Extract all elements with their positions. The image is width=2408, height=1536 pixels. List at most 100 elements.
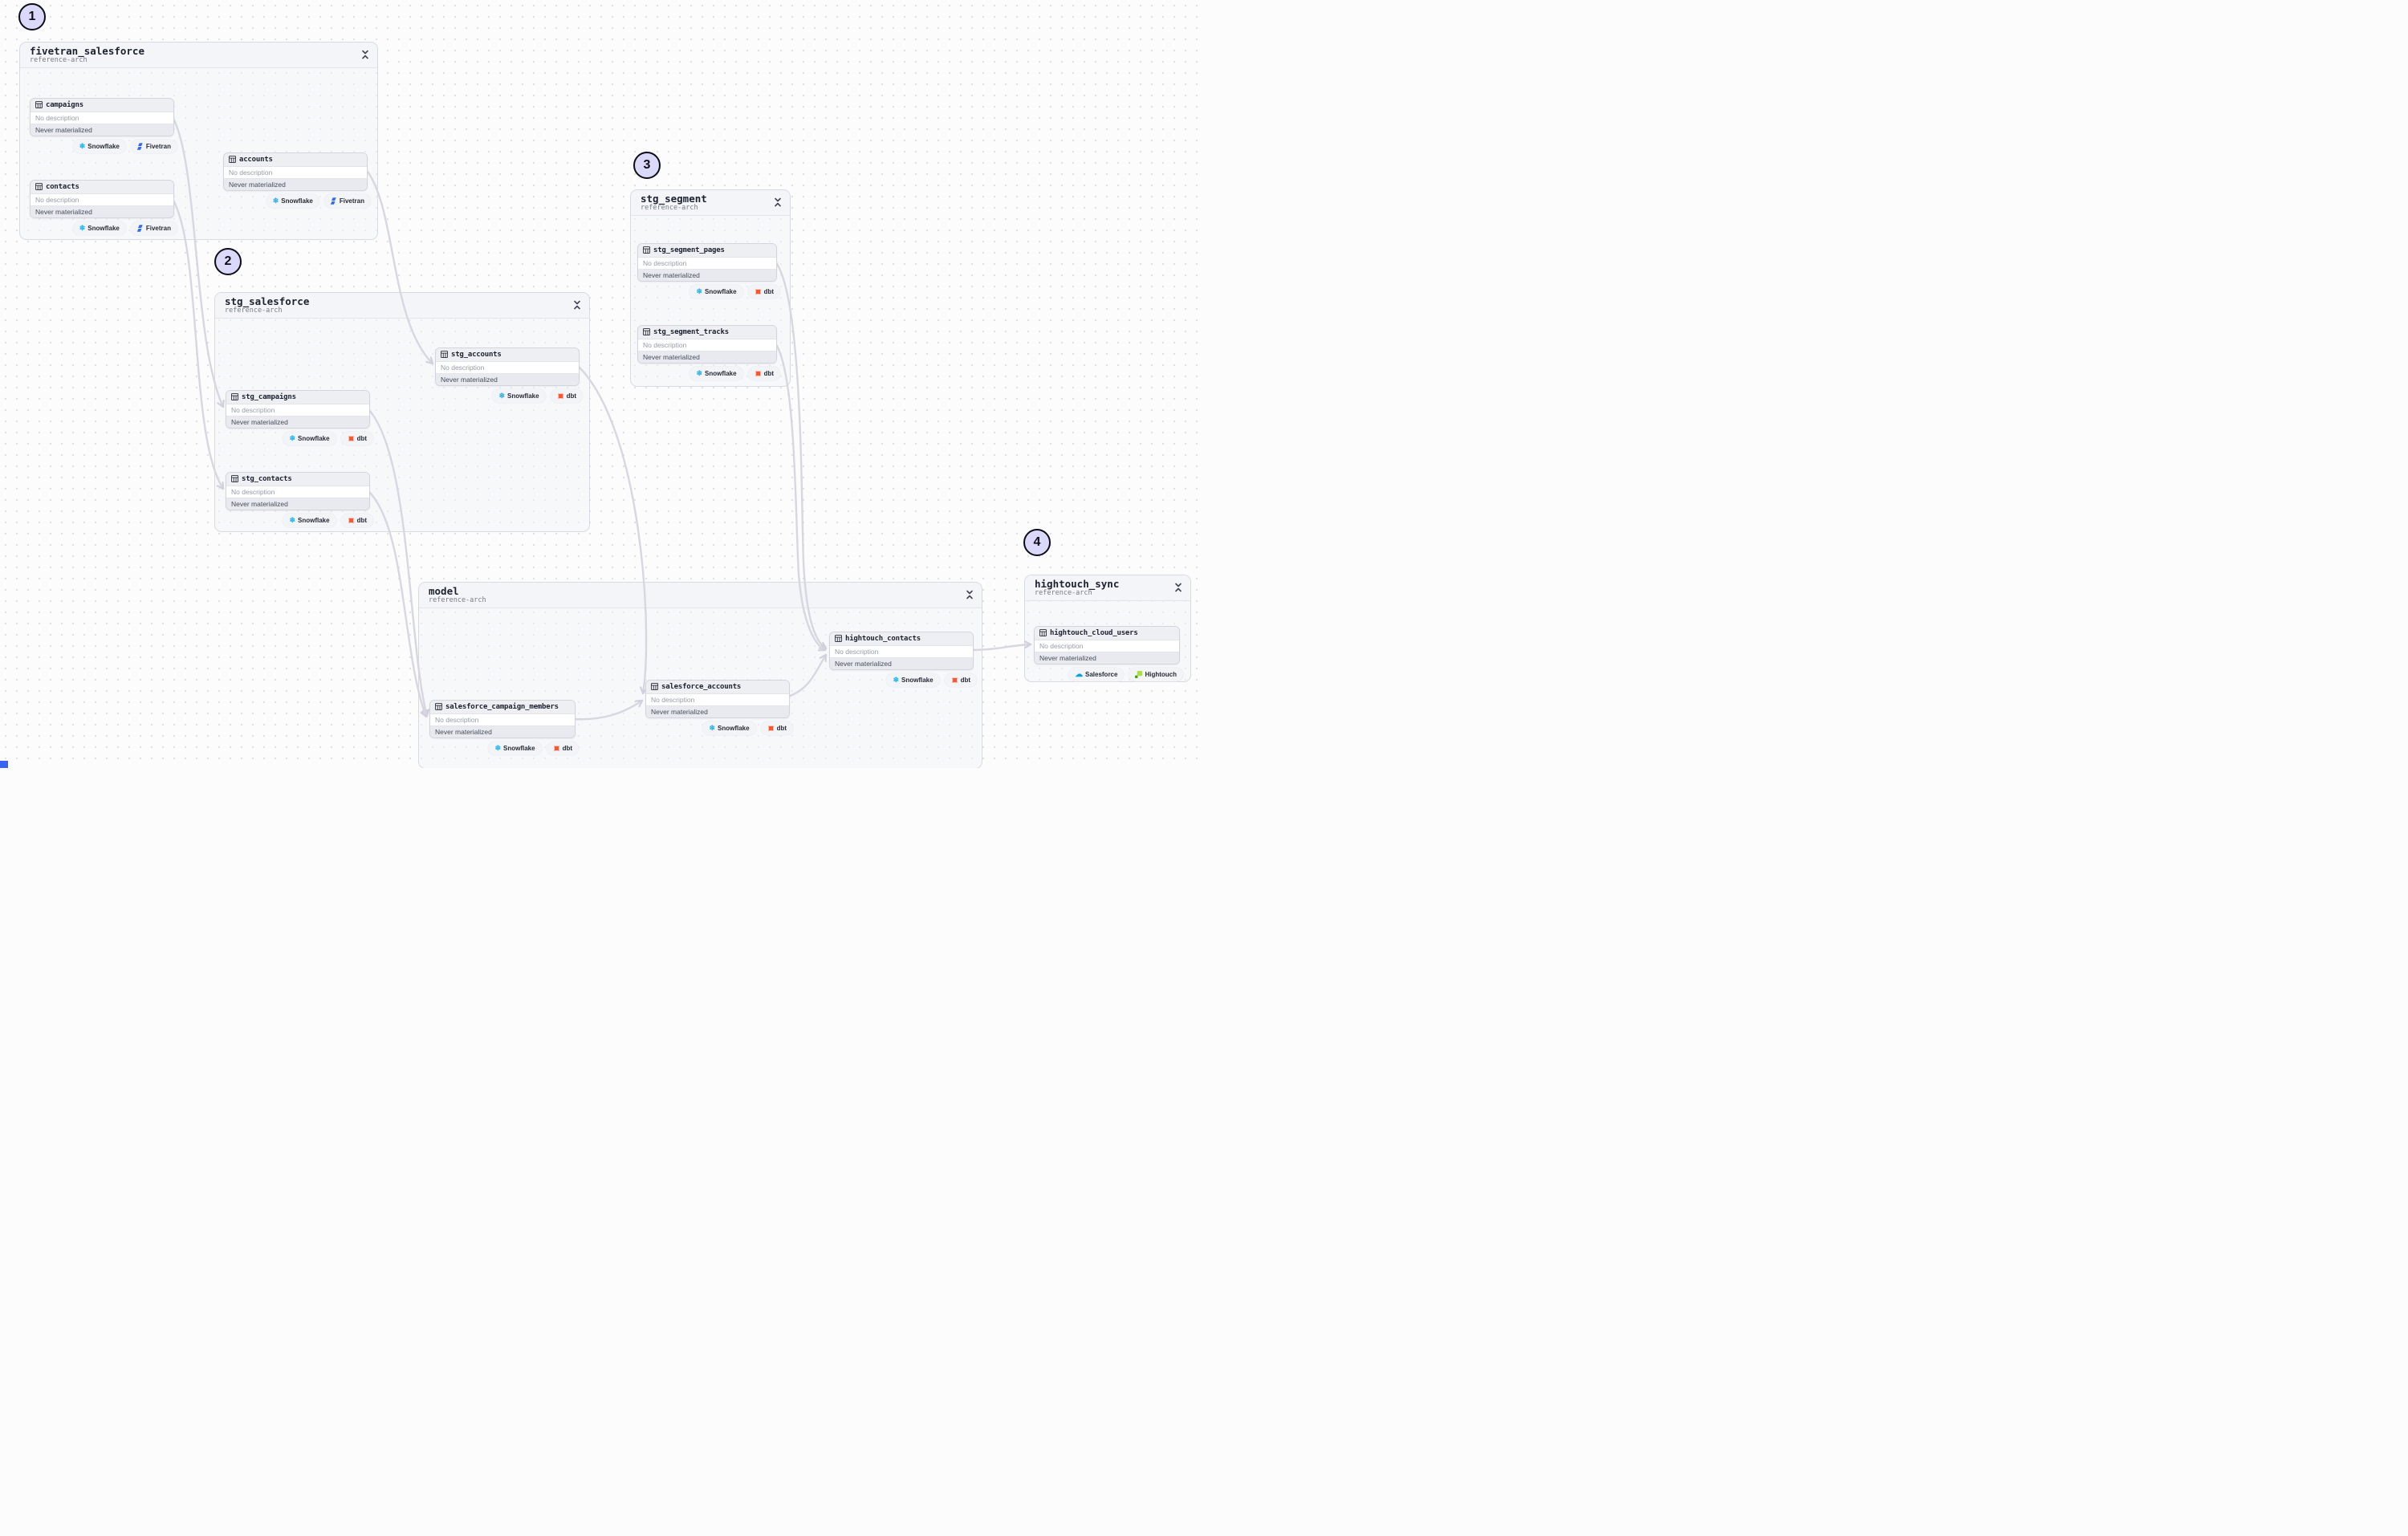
node-hightouch_cloud_users[interactable]: hightouch_cloud_users No description Nev… [1034,626,1180,664]
node-badge-row: ❄ Snowflake Fivetran [30,140,177,153]
node-name: campaigns [46,101,83,109]
table-icon [231,391,238,404]
node-salesforce_campaign_members[interactable]: salesforce_campaign_members No descripti… [429,700,576,738]
node-header[interactable]: stg_contacts [226,473,369,486]
hightouch-icon [1135,671,1143,678]
group-subtitle: reference-arch [225,307,283,315]
node-description: No description [31,194,173,205]
node-materialization-status: Never materialized [31,124,173,136]
table-icon [643,326,650,339]
table-icon [35,99,43,112]
table-icon [651,681,658,694]
node-description: No description [1035,640,1179,652]
badge-dbt: dbt [546,742,579,755]
badge-snowflake: ❄ Snowflake [492,389,546,403]
node-materialization-status: Never materialized [646,705,789,717]
node-materialization-status: Never materialized [638,269,776,281]
node-accounts[interactable]: accounts No description Never materializ… [223,152,368,191]
node-header[interactable]: accounts [224,153,367,167]
snowflake-icon: ❄ [696,369,702,377]
node-badge-row: ❄ Snowflake dbt [645,721,793,735]
badge-label: dbt [562,745,572,752]
node-materialization-status: Never materialized [224,178,367,190]
annotation-circle-2: 2 [214,248,242,275]
collapse-vertical-icon[interactable] [965,589,974,599]
snowflake-icon: ❄ [494,744,501,752]
table-icon [441,348,448,362]
node-badge-row: ❄ Snowflake dbt [829,673,977,687]
snowflake-icon: ❄ [893,676,899,684]
node-contacts[interactable]: contacts No description Never materializ… [30,180,174,218]
group-header[interactable]: hightouch_sync reference-arch [1025,575,1190,601]
group-subtitle: reference-arch [641,204,698,213]
annotation-circle-1: 1 [18,3,46,30]
badge-salesforce: ☁ Salesforce [1068,668,1125,681]
badge-label: dbt [356,517,367,524]
collapse-vertical-icon[interactable] [1173,582,1183,592]
node-name: salesforce_accounts [661,683,742,691]
badge-label: Snowflake [297,517,330,524]
collapse-vertical-icon[interactable] [773,197,783,207]
badge-dbt: dbt [550,389,583,403]
node-header[interactable]: campaigns [31,99,173,112]
node-stg_accounts[interactable]: stg_accounts No description Never materi… [435,347,580,386]
badge-label: Snowflake [717,725,750,732]
fivetran-icon [136,225,144,232]
badge-label: dbt [566,392,576,400]
node-header[interactable]: hightouch_contacts [830,632,973,646]
collapse-vertical-icon[interactable] [360,49,370,59]
node-description: No description [638,339,776,351]
badge-label: Fivetran [145,143,171,150]
lineage-canvas[interactable]: fivetran_salesforce reference-arch stg_s… [0,0,1204,768]
snowflake-icon: ❄ [79,142,86,150]
badge-label: Snowflake [704,370,737,377]
badge-snowflake: ❄ Snowflake [283,514,336,527]
node-name: stg_contacts [242,475,292,483]
collapse-vertical-icon[interactable] [572,299,582,310]
badge-label: Salesforce [1084,671,1118,678]
node-stg_campaigns[interactable]: stg_campaigns No description Never mater… [226,390,370,429]
table-icon [229,153,236,167]
node-header[interactable]: contacts [31,181,173,194]
node-badge-row: ❄ Snowflake dbt [429,742,579,755]
badge-fivetran: Fivetran [130,140,177,153]
node-badge-row: ☁ Salesforce Hightouch [1034,668,1183,681]
badge-label: Fivetran [145,225,171,232]
table-icon [835,632,842,646]
node-description: No description [430,714,575,725]
node-header[interactable]: stg_segment_pages [638,244,776,258]
node-materialization-status: Never materialized [830,657,973,669]
badge-snowflake: ❄ Snowflake [886,673,940,687]
node-stg_contacts[interactable]: stg_contacts No description Never materi… [226,472,370,510]
node-header[interactable]: stg_accounts [436,348,579,362]
node-header[interactable]: salesforce_accounts [646,681,789,694]
node-header[interactable]: stg_segment_tracks [638,326,776,339]
node-header[interactable]: hightouch_cloud_users [1035,627,1179,640]
node-header[interactable]: stg_campaigns [226,391,369,404]
badge-fivetran: Fivetran [323,194,371,208]
dbt-icon [951,677,958,684]
node-salesforce_accounts[interactable]: salesforce_accounts No description Never… [645,680,790,718]
node-badge-row: ❄ Snowflake Fivetran [30,221,177,235]
group-header[interactable]: fivetran_salesforce reference-arch [20,43,377,68]
node-campaigns[interactable]: campaigns No description Never materiali… [30,98,174,136]
group-header[interactable]: stg_salesforce reference-arch [215,293,589,319]
group-header[interactable]: stg_segment reference-arch [631,190,790,216]
group-title: model [429,585,459,597]
node-description: No description [31,112,173,124]
badge-label: Snowflake [506,392,539,400]
badge-label: Snowflake [281,197,313,205]
node-header[interactable]: salesforce_campaign_members [430,701,575,714]
dbt-icon [348,435,355,442]
node-stg_segment_tracks[interactable]: stg_segment_tracks No description Never … [637,325,777,364]
group-header[interactable]: model reference-arch [419,583,982,608]
group-title: fivetran_salesforce [30,45,144,57]
node-hightouch_contacts[interactable]: hightouch_contacts No description Never … [829,632,974,670]
node-name: accounts [239,156,273,164]
node-stg_segment_pages[interactable]: stg_segment_pages No description Never m… [637,243,777,282]
node-badge-row: ❄ Snowflake dbt [637,285,780,299]
badge-label: Snowflake [87,225,120,232]
table-icon [435,701,442,714]
snowflake-icon: ❄ [79,224,86,232]
annotation-circle-3: 3 [633,152,661,179]
